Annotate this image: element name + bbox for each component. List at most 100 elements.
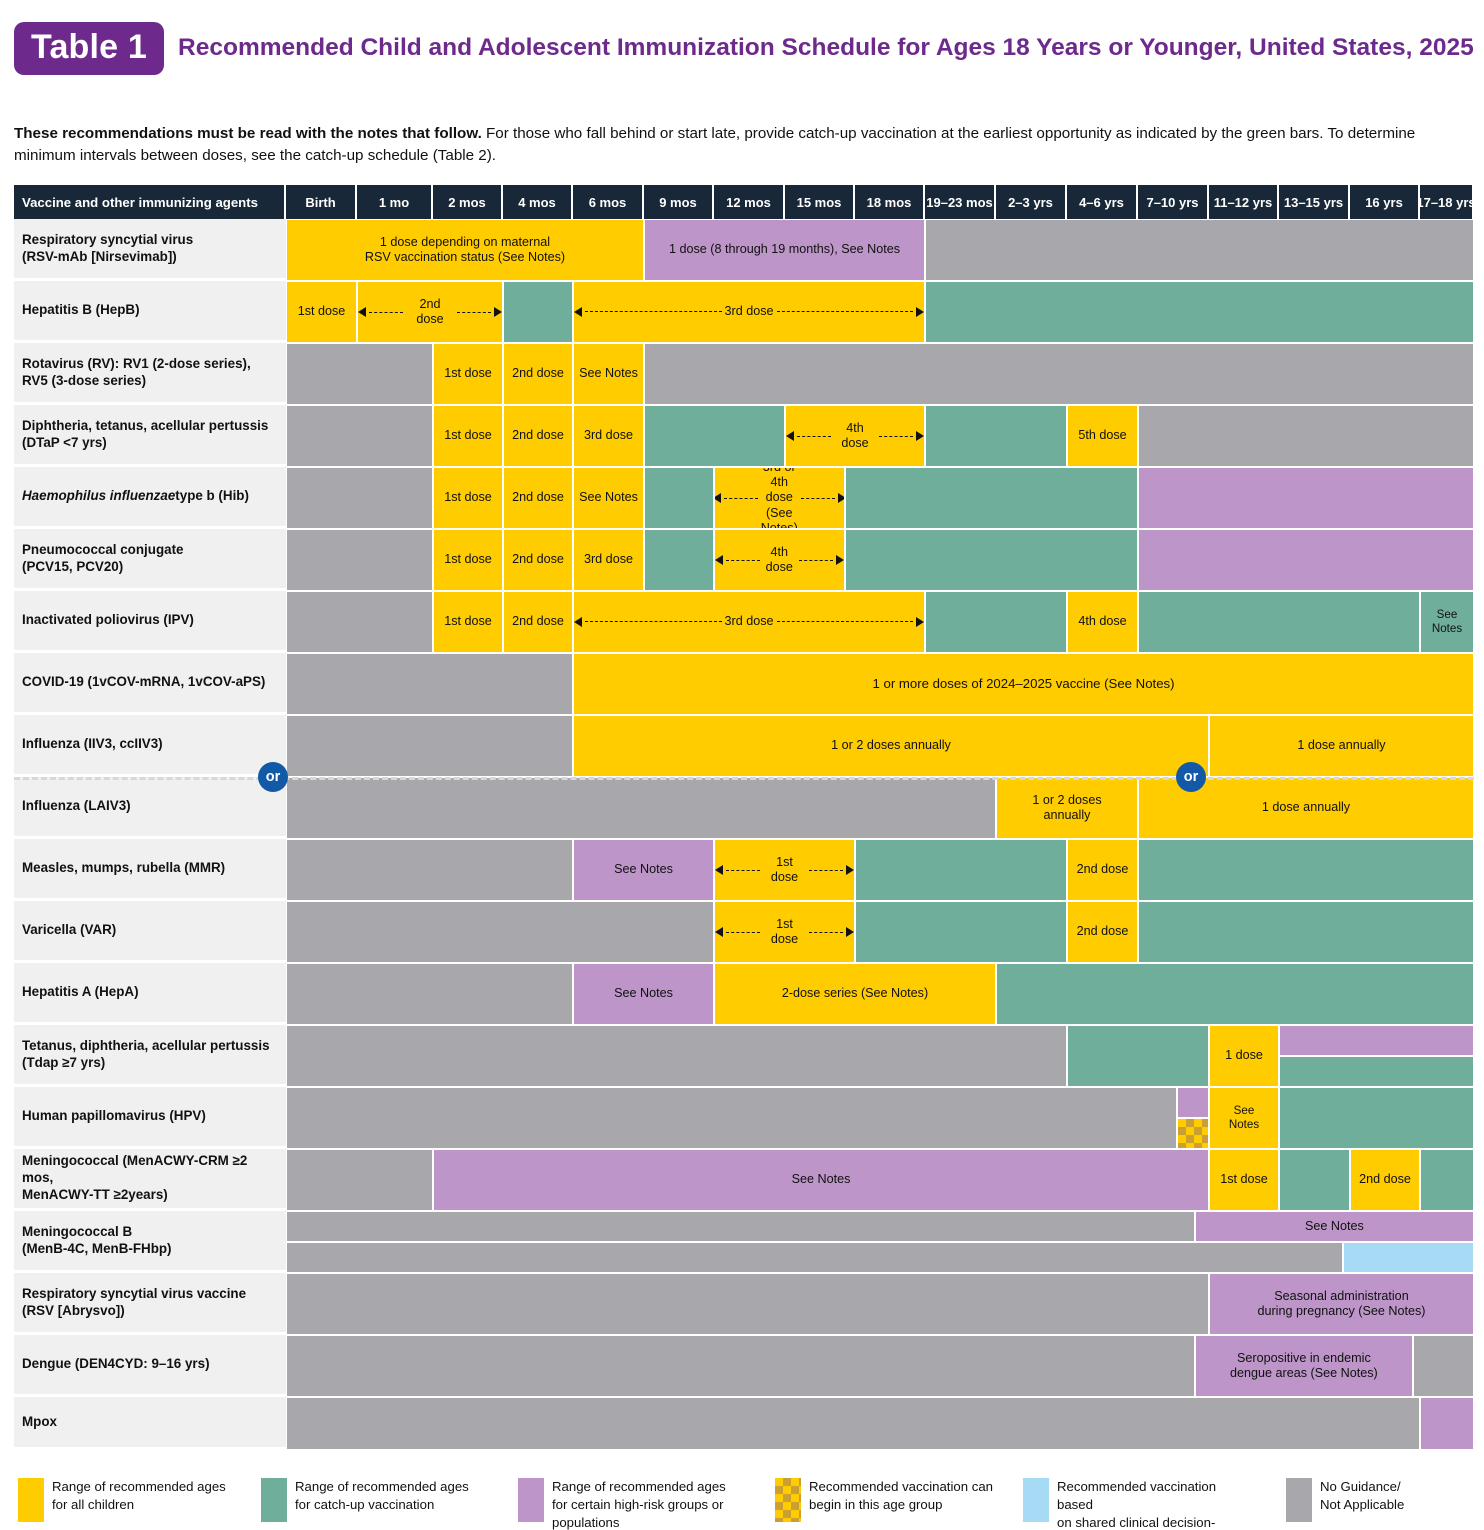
age-track: Seropositive in endemic dengue areas (Se… [286,1335,1474,1397]
page-header: Table 1 Recommended Child and Adolescent… [14,22,1474,75]
dash-right [457,311,491,313]
cell-label: 1 dose [1225,1048,1263,1063]
schedule-cell-gray [286,405,433,467]
arrow-right-icon [916,616,924,627]
dash-right [879,435,913,437]
vaccine-name-cell: Respiratory syncytial virus (RSV-mAb [Ni… [14,219,286,281]
dose-label: 3rd dose [724,304,774,319]
schedule-cell-labeled: 1st dose [433,343,503,405]
dash-left [726,559,760,561]
schedule-cell-gray [1413,1335,1474,1397]
schedule-cell-gray [1138,405,1474,467]
schedule-cell-labeled: 1 dose annually [1138,777,1474,839]
schedule-cell-purple [1177,1087,1209,1118]
cell-label: 1 dose annually [1261,800,1351,815]
schedule-cell-gray [286,1211,1195,1242]
schedule-cell-labeled: 2nd dose [503,343,573,405]
legend-swatch-yellow [18,1478,44,1522]
column-header-19-23-mos: 19–23 mos [925,185,996,219]
age-track: 1st dose 2nd dose 3rd dose [286,281,1474,343]
dose-range-arrow: 2nd dose [358,297,502,327]
schedule-cell-purple [1138,529,1474,591]
schedule-cell-green [844,467,1138,529]
schedule-cell-gray [286,1335,1195,1397]
schedule-cell-green [1279,1149,1350,1211]
cell-label: See Notes [614,862,673,877]
schedule-cell-green [503,281,573,343]
schedule-cell-gray [286,839,573,901]
table-row: Meningococcal B (MenB-4C, MenB-FHbp)See … [14,1211,1474,1273]
dash-left [797,435,831,437]
dose-range-arrow: 4th dose [715,545,844,575]
schedule-cell-green [925,281,1474,343]
column-header-7-10-yrs: 7–10 yrs [1138,185,1209,219]
schedule-cell-labeled: Seasonal administration during pregnancy… [1209,1273,1474,1335]
cell-label: 1st dose [297,304,346,319]
age-track: 1 dose [286,1025,1474,1087]
schedule-cell-labeled: 3rd dose [573,405,644,467]
column-header-17-18-yrs: 17–18 yrs [1420,185,1474,219]
column-header-11-12-yrs: 11–12 yrs [1209,185,1279,219]
schedule-cell-labeled: See Notes [433,1149,1209,1211]
legend-line-2: for certain high-risk groups or [552,1496,724,1512]
dash-left [726,869,760,871]
schedule-cell-labeled: 2nd dose [1350,1149,1420,1211]
schedule-cell-labeled: 3rd or 4th dose (See Notes) [714,467,845,529]
dash-left [585,311,722,313]
vaccine-name-cell: Haemophilus influenzae type b (Hib) [14,467,286,529]
dose-label: 2nd dose [416,296,444,326]
column-header-birth: Birth [286,185,357,219]
legend-line-2: for all children [52,1496,135,1512]
table-row: Influenza (IIV3, ccIIV3)1 or 2 doses ann… [14,715,1474,777]
schedule-cell-labeled: 1 dose depending on maternal RSV vaccina… [286,219,644,281]
arrow-right-icon [837,493,844,503]
schedule-cell-green [1138,901,1474,963]
vaccine-name-label: Respiratory syncytial virus vaccine (RSV… [22,1285,247,1318]
vaccine-name-cell: Hepatitis A (HepA) [14,963,286,1025]
vaccine-name-label: Hepatitis A (HepA) [22,984,139,1000]
schedule-cell-labeled: 1st dose [433,529,503,591]
cell-label: 2nd dose [1076,924,1129,939]
vaccine-name-cell: Meningococcal (MenACWY-CRM ≥2 mos, MenAC… [14,1149,286,1211]
schedule-cell-labeled: 2nd dose [1067,901,1138,963]
schedule-cell-purple [1138,467,1474,529]
vaccine-name-label: Diphtheria, tetanus, acellular pertussis… [22,417,269,450]
vaccine-name-italic: Haemophilus influenzae [22,488,176,504]
schedule-cell-green [996,963,1474,1025]
cell-label: See Notes [614,986,673,1001]
vaccine-name-cell: Respiratory syncytial virus vaccine (RSV… [14,1273,286,1335]
cell-label: 1 dose depending on maternal RSV vaccina… [364,234,566,264]
schedule-cell-gray [286,1397,1420,1450]
vaccine-name-cell: Tetanus, diphtheria, acellular pertussis… [14,1025,286,1087]
vaccine-name-cell: Pneumococcal conjugate (PCV15, PCV20) [14,529,286,591]
schedule-cell-labeled: See Notes [573,343,644,405]
cell-label: 2-dose series (See Notes) [781,986,929,1001]
arrow-left-icon [715,865,723,875]
dose-range-arrow: 3rd dose [574,614,924,629]
schedule-cell-purple [1420,1397,1474,1450]
schedule-cell-green [1138,839,1474,901]
schedule-cell-labeled: 2nd dose [503,529,573,591]
cell-label: 2nd dose [512,366,564,381]
legend-line-1: Range of recommended ages [295,1479,469,1494]
schedule-cell-labeled: 1st dose [714,839,855,901]
cell-label: 1 or 2 doses annually [1032,792,1102,822]
vaccine-name-cell: Diphtheria, tetanus, acellular pertussis… [14,405,286,467]
schedule-cell-labeled: See Notes [573,963,714,1025]
column-header-4-mos: 4 mos [503,185,573,219]
schedule-cell-gray [286,963,573,1025]
table-row: Meningococcal (MenACWY-CRM ≥2 mos, MenAC… [14,1149,1474,1211]
schedule-cell-purple [1279,1025,1474,1056]
vaccine-name-cell: Dengue (DEN4CYD: 9–16 yrs) [14,1335,286,1397]
intro-bold-lead: These recommendations must be read with … [14,125,482,142]
